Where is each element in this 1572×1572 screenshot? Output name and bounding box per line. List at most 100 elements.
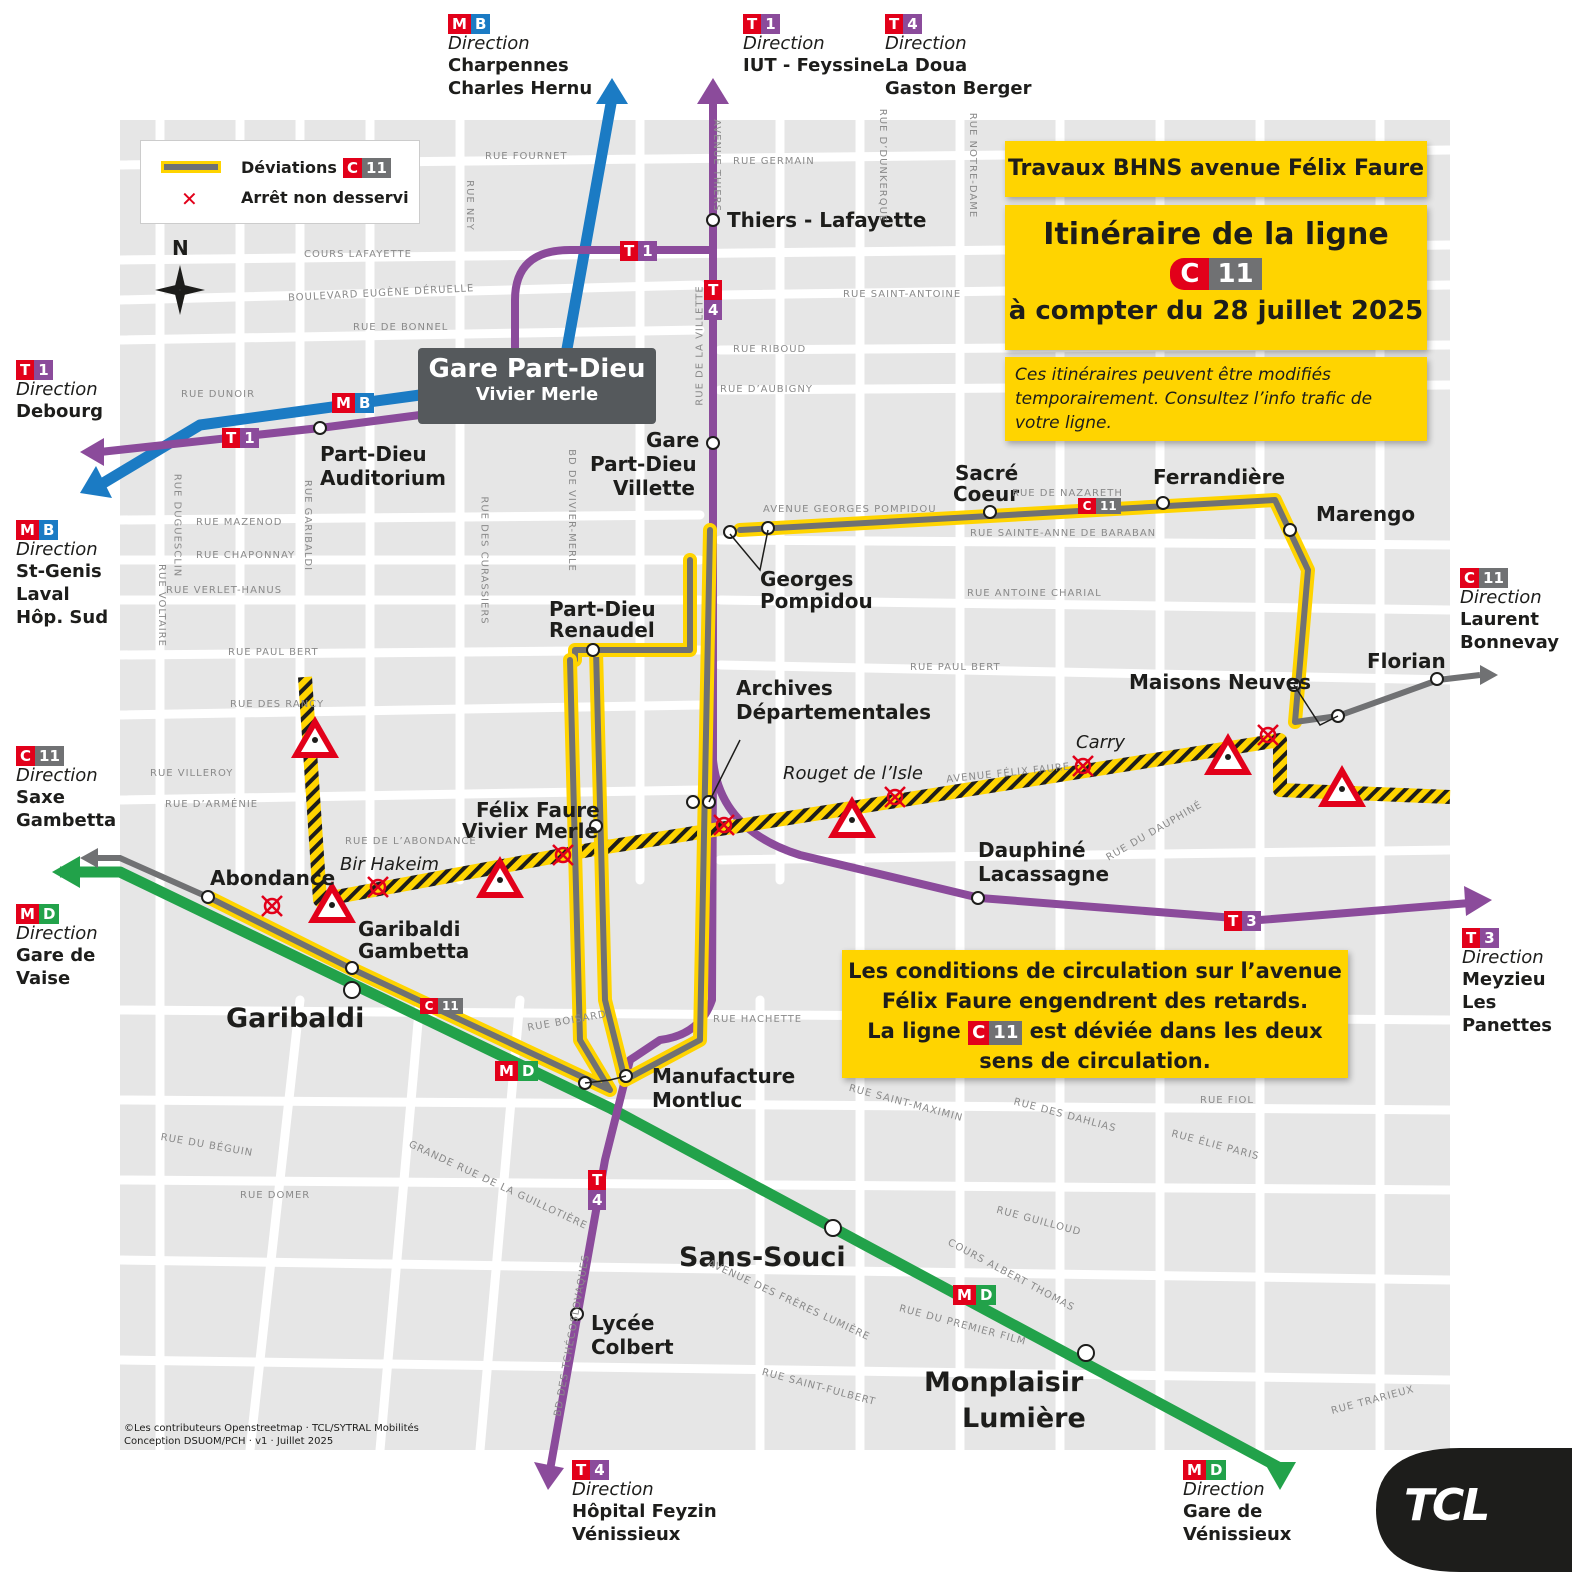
tcl-logo-background: [1376, 1448, 1572, 1572]
badge-4: 4: [903, 14, 922, 34]
stop-renaudel: [586, 643, 600, 657]
notice-line2: Félix Faure engendrent des retards.: [881, 989, 1309, 1013]
street-label: RUE DE LA VILLETTE: [694, 285, 706, 406]
c11-arrow-east: [1480, 665, 1498, 685]
legend-closed-stop-label: Arrêt non desservi: [241, 188, 409, 207]
stop-villette: [706, 436, 720, 450]
credits-line1: ©Les contributeurs Openstreetmap · TCL/S…: [124, 1423, 419, 1434]
street-label: RUE VILLEROY: [150, 768, 234, 779]
label-auditorium-2: Auditorium: [320, 466, 446, 490]
badge-m: M: [16, 904, 39, 924]
stop-sans-souci: [824, 1219, 842, 1237]
street-label: RUE VOLTAIRE: [155, 564, 167, 647]
direction-word: Direction: [743, 33, 825, 54]
stop-ferrandiere: [1156, 496, 1170, 510]
badge-m: M: [495, 1061, 518, 1081]
badge-11: 11: [438, 998, 463, 1014]
tram-t3-arrow-east: [1464, 886, 1492, 916]
notice-badge-c: C: [968, 1020, 990, 1045]
stop-vivier-merle: [589, 819, 603, 833]
label-monplaisir-1: Monplaisir: [924, 1367, 1084, 1398]
label-closed-bir: Bir Hakeim: [340, 854, 440, 875]
label-marengo: Marengo: [1316, 502, 1416, 526]
badge-1: 1: [240, 428, 259, 448]
closed-stop-icon: [884, 786, 906, 808]
legend-closed-stop-icon: ✕: [181, 187, 198, 211]
badge-d: D: [517, 1061, 539, 1081]
stop-thiers: [706, 213, 720, 227]
badge-t: T: [588, 1170, 607, 1190]
street-label: RUE DE BONNEL: [353, 322, 449, 333]
tcl-logo: TCL: [1404, 1480, 1490, 1531]
direction-dest: Vaise: [16, 968, 71, 989]
label-vivier-2: Vivier Merle: [462, 819, 599, 843]
note-box: Ces itinéraires peuvent être modifiés te…: [1005, 357, 1427, 441]
label-montluc-2: Montluc: [652, 1088, 743, 1112]
badge-b: B: [470, 14, 491, 34]
label-pompidou-2: Pompidou: [760, 589, 873, 613]
c11-arrow-west: [80, 848, 98, 868]
badge-t: T: [16, 360, 35, 380]
badge-3: 3: [1480, 928, 1499, 948]
note-text: Ces itinéraires peuvent être modifiés te…: [1015, 365, 1373, 433]
direction-dest: Laval: [16, 584, 70, 605]
stop-archives-a: [686, 795, 700, 809]
street-label: RUE PAUL BERT: [910, 662, 1001, 673]
direction-word: Direction: [1462, 947, 1544, 968]
roadwork-icon: [1204, 733, 1252, 775]
notice-badge-11: 11: [989, 1020, 1023, 1045]
street-label: AVENUE THIERS: [710, 119, 722, 212]
direction-word: Direction: [16, 765, 98, 786]
title-badge-11: 11: [1209, 258, 1262, 290]
roadwork-icon: [828, 796, 876, 838]
project-box: Travaux BHNS avenue Félix Faure: [1005, 141, 1427, 197]
metro-b-arrow-north: [596, 78, 628, 104]
street-label: BD DE VIVIER-MERLE: [565, 449, 577, 572]
direction-word: Direction: [572, 1479, 654, 1500]
direction-dest: Vénissieux: [1183, 1524, 1292, 1545]
notice-line3b: est déviée dans les deux: [1029, 1019, 1323, 1043]
legend-deviation-label: Déviations: [241, 158, 337, 177]
street-label: RUE MAZENOD: [196, 517, 283, 528]
hub-sub: Vivier Merle: [475, 384, 599, 405]
tram-t1-arrow-west: [80, 438, 104, 466]
direction-word: Direction: [16, 379, 98, 400]
legend-deviation-swatch: [161, 161, 221, 173]
street-label: RUE VERLET-HANUS: [166, 585, 283, 596]
direction-word: Direction: [16, 923, 98, 944]
closed-stop-icon: [1257, 724, 1279, 746]
direction-word: Direction: [885, 33, 967, 54]
metro-d-arrow-south: [1264, 1462, 1296, 1490]
badge-t: T: [222, 428, 241, 448]
stop-sacre-coeur: [983, 505, 997, 519]
closed-stop-icon: [552, 844, 574, 866]
closed-stop-icon: [713, 814, 735, 836]
street-label: AVENUE GEORGES POMPIDOU: [763, 504, 937, 515]
label-abondance: Abondance: [210, 866, 336, 890]
direction-dest: Charpennes: [448, 55, 569, 76]
street-label: RUE GERMAIN: [733, 156, 815, 167]
badge-d: D: [1205, 1460, 1227, 1480]
direction-dest: Meyzieu: [1462, 969, 1546, 990]
credits-line2: Conception DSUOM/PCH · v1 · Juillet 2025: [124, 1436, 334, 1447]
hub-name: Gare Part-Dieu: [428, 354, 646, 384]
title-date: à compter du 28 juillet 2025: [1008, 296, 1424, 326]
badge-t: T: [1224, 911, 1243, 931]
direction-dest: Les: [1462, 992, 1497, 1013]
label-sacre-2: Coeur: [953, 482, 1020, 506]
direction-dest: Charles Hernu: [448, 78, 593, 99]
badge-d: D: [38, 904, 60, 924]
title-text: Itinéraire de la ligne: [1043, 217, 1389, 252]
street-label: RUE NOTRE-DAME: [967, 112, 979, 219]
direction-dest: Panettes: [1462, 1015, 1553, 1036]
street-label: RUE DE L’ABONDANCE: [345, 836, 477, 847]
